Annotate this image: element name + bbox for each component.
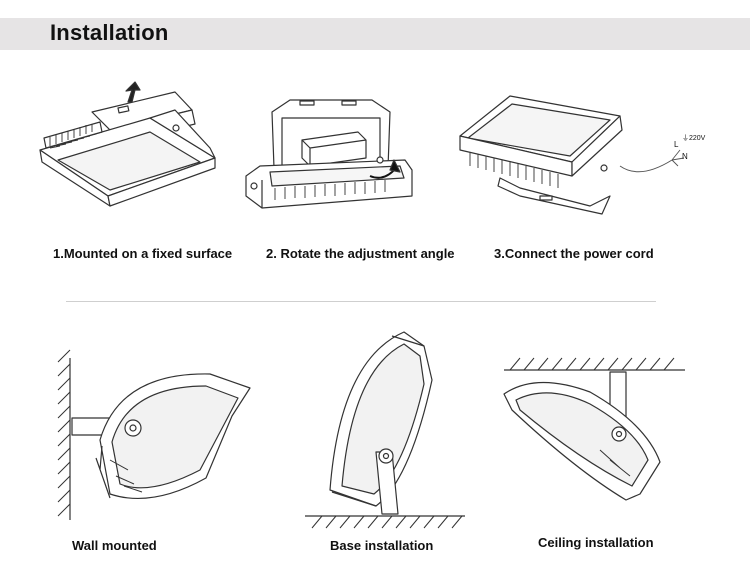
wire-neutral-label: N [682, 152, 688, 161]
step-3-caption: 3.Connect the power cord [494, 246, 654, 261]
step-2-caption: 2. Rotate the adjustment angle [266, 246, 455, 261]
page-title: Installation [50, 20, 169, 45]
section-header: Installation [0, 18, 750, 50]
section-divider [66, 301, 656, 302]
wall-mounted-caption: Wall mounted [72, 538, 157, 553]
step-1-caption: 1.Mounted on a fixed surface [53, 246, 233, 261]
ceiling-installation-caption: Ceiling installation [538, 535, 654, 550]
wire-live-label: L [674, 140, 679, 149]
base-installation-caption: Base installation [330, 538, 434, 553]
wire-earth-label: ⏚220V [682, 135, 706, 142]
